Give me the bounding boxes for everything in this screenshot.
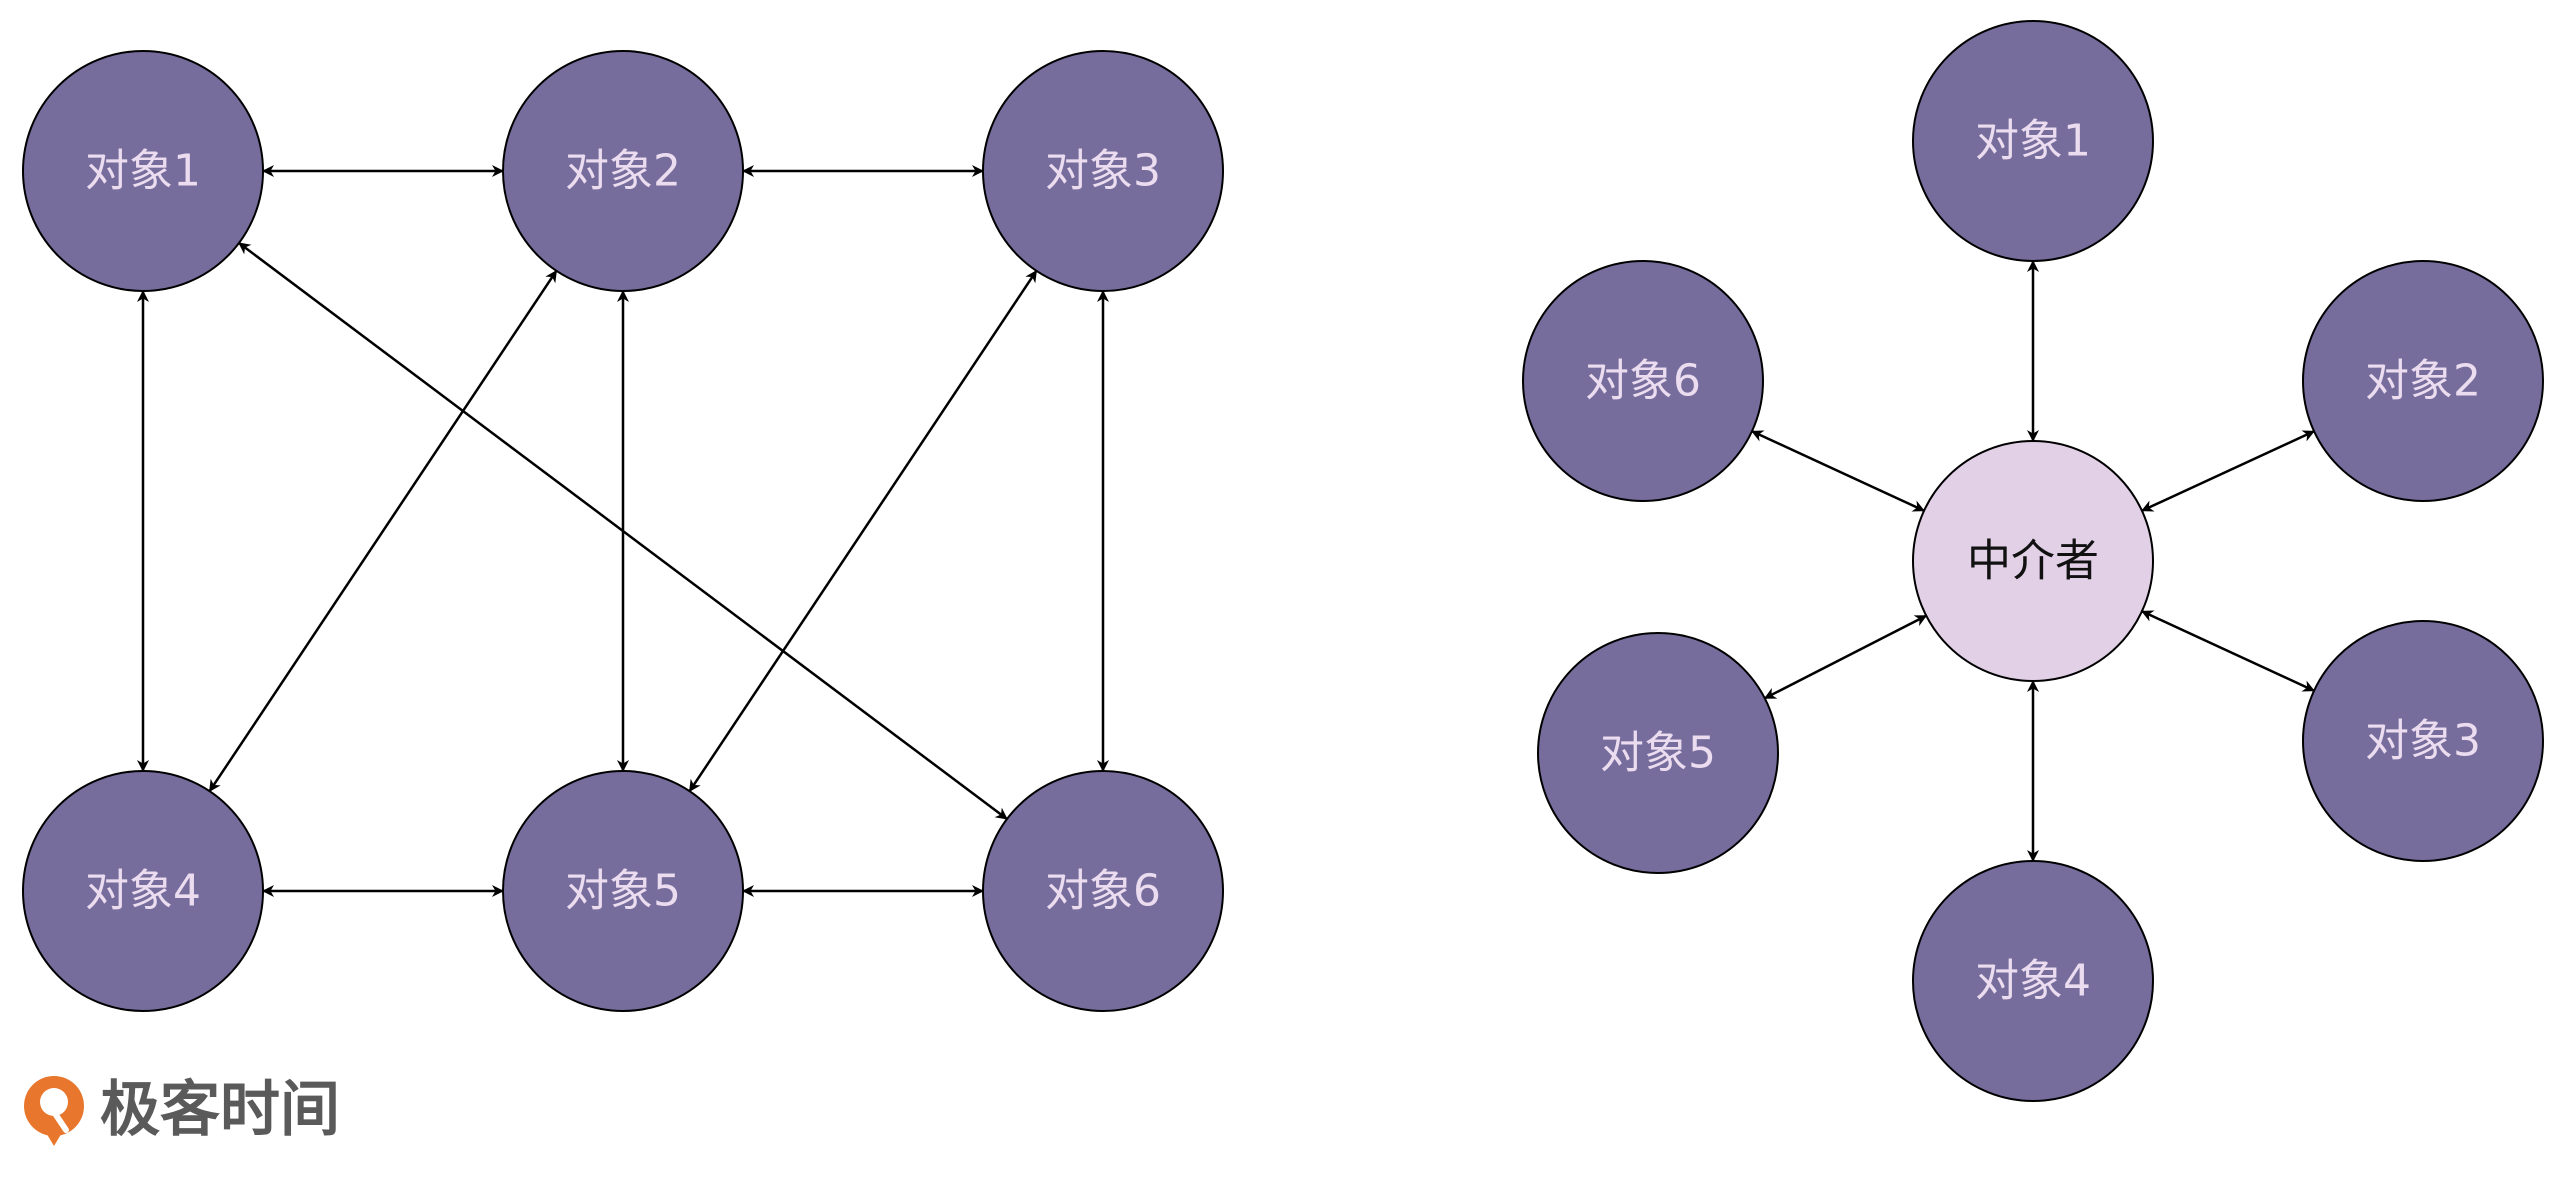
right-node-object-5: 对象5 (1537, 632, 1779, 874)
node-label: 对象6 (1045, 866, 1161, 917)
node-label: 对象1 (85, 146, 201, 197)
mediator-edge-m-r2 (2141, 430, 2315, 512)
direct-communication-graph: 对象1 对象2 对象3 对象4 对象5 对象6 (22, 50, 1224, 1012)
right-node-object-1: 对象1 (1912, 20, 2154, 262)
node-label: 对象4 (85, 866, 201, 917)
left-node-object-4: 对象4 (22, 770, 264, 1012)
left-node-object-1: 对象1 (22, 50, 264, 292)
node-label: 对象3 (2365, 716, 2481, 767)
mediator-graph: 中介者 对象1 对象2 对象3 对象4 对象5 对象6 (1522, 20, 2544, 1102)
left-node-object-5: 对象5 (502, 770, 744, 1012)
node-label: 对象2 (565, 146, 681, 197)
direct-edge-l3-l5 (688, 269, 1038, 793)
mediator-edge-m-r5 (1763, 614, 1928, 700)
mediator-node: 中介者 (1912, 440, 2154, 682)
mediator-edge-m-r6 (1751, 430, 1925, 512)
node-label: 对象4 (1975, 956, 2091, 1007)
right-node-object-2: 对象2 (2302, 260, 2544, 502)
right-node-object-3: 对象3 (2302, 620, 2544, 862)
geektime-logo-icon (24, 1076, 84, 1146)
mediator-edge-m-r3 (2141, 610, 2315, 692)
node-label: 对象5 (565, 866, 681, 917)
left-node-object-3: 对象3 (982, 50, 1224, 292)
direct-communication-edges (137, 165, 1109, 897)
right-node-object-4: 对象4 (1912, 860, 2154, 1102)
node-label: 对象5 (1600, 728, 1716, 779)
node-label: 对象2 (2365, 356, 2481, 407)
node-label: 对象6 (1585, 356, 1701, 407)
mediator-communication-edges (1751, 260, 2315, 862)
direct-edge-l2-l4 (208, 269, 558, 793)
left-node-object-2: 对象2 (502, 50, 744, 292)
node-label: 对象3 (1045, 146, 1161, 197)
logo-text: 极客时间 (100, 1075, 340, 1145)
geektime-logo: 极客时间 (24, 1075, 340, 1146)
mediator-label: 中介者 (1967, 536, 2099, 587)
right-node-object-6: 对象6 (1522, 260, 1764, 502)
node-label: 对象1 (1975, 116, 2091, 167)
left-node-object-6: 对象6 (982, 770, 1224, 1012)
